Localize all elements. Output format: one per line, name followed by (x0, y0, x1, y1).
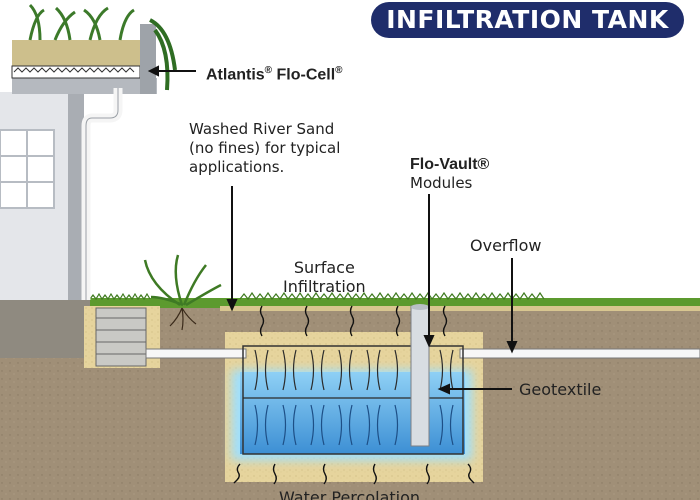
surface-line-1: Surface (293, 258, 355, 277)
flo-vault-sub: Modules (410, 174, 473, 192)
water-volume (240, 372, 465, 454)
label-surface-infiltration: Surface Infiltration (283, 258, 366, 296)
parapet (140, 24, 156, 94)
grass-blades (89, 292, 151, 301)
building-column (68, 92, 84, 304)
label-washed-sand: Washed River Sand (no fines) for typical… (189, 120, 340, 177)
sand-line-2: (no fines) for typical (189, 139, 341, 157)
sand-line-1: Washed River Sand (189, 120, 335, 138)
roof-slab (12, 78, 157, 94)
roof-soil (12, 40, 140, 66)
sand-line-3: applications. (189, 158, 285, 176)
label-water-percolation: Water Percolation (279, 488, 421, 500)
gravel-strip (220, 306, 700, 311)
label-geotextile: Geotextile (519, 380, 602, 399)
title-banner: INFILTRATION TANK (371, 2, 684, 38)
inlet-pipe (145, 348, 247, 359)
inspection-riser (410, 305, 430, 447)
building-foundation (0, 300, 90, 358)
flo-vault-modules (242, 345, 464, 455)
pit-icon (95, 307, 147, 367)
flo-cell-suffix: Flo-Cell (272, 66, 336, 84)
arrow-icon (147, 65, 518, 395)
flo-cell-reg-2: ® (335, 65, 343, 76)
flo-vault-name: Flo-Vault® (410, 156, 490, 173)
roof-plant-icon (28, 3, 177, 91)
label-overflow: Overflow (470, 236, 542, 255)
surface-line-2: Infiltration (283, 277, 366, 296)
flo-cell-pattern (13, 67, 135, 73)
grass-surface (90, 298, 700, 308)
flo-cell-reg: ® (264, 65, 273, 76)
label-flo-cell: Atlantis® Flo-Cell® (206, 61, 343, 84)
flo-cell-layer (11, 65, 141, 79)
downspout-outline (85, 88, 119, 300)
squiggle-arrow-icon (233, 305, 475, 485)
downspout-pipe (81, 88, 123, 300)
roots (169, 307, 197, 331)
outlet-pipe (459, 348, 700, 359)
riser-cap (411, 304, 429, 310)
label-flo-vault: Flo-Vault® Modules (410, 155, 489, 193)
window-icon (0, 129, 55, 209)
grass-blades-right (239, 291, 545, 301)
flo-cell-name: Atlantis (206, 66, 265, 84)
shrub-icon (143, 254, 222, 307)
